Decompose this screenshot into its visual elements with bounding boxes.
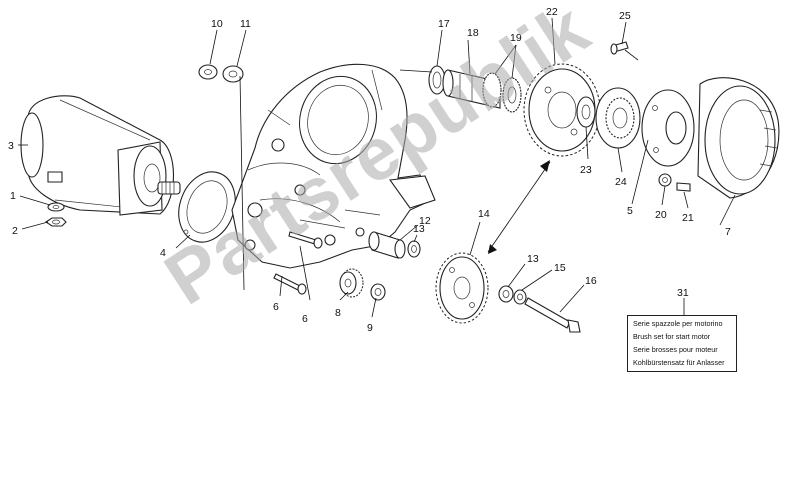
gear-part-8 [339, 268, 364, 298]
washer-part-10 [198, 64, 218, 80]
callout-8: 8 [335, 307, 341, 319]
callout-3: 3 [8, 140, 14, 152]
callout-20: 20 [655, 209, 667, 221]
callout-6a: 6 [273, 301, 279, 313]
callout-18: 18 [467, 27, 479, 39]
washer-part-2 [45, 217, 67, 227]
bolt-part-6b [288, 231, 323, 249]
gear-part-22 [523, 63, 601, 157]
bearing-part-19 [482, 72, 522, 113]
callout-24: 24 [615, 176, 627, 188]
callout-11: 11 [240, 18, 251, 30]
callout-21: 21 [682, 212, 694, 224]
screw-part-25 [610, 41, 629, 55]
bearing-part-23 [576, 96, 596, 128]
leader-lines [18, 17, 736, 318]
screw-part-21 [676, 182, 691, 192]
callout-13b: 13 [527, 253, 539, 265]
callout-numbers: 1 2 3 4 5 6 6 7 8 9 10 11 12 13 13 14 15… [8, 6, 731, 334]
bushing-part-9 [370, 283, 386, 301]
callout-5: 5 [627, 205, 633, 217]
callout-15: 15 [554, 262, 566, 274]
callout-1: 1 [10, 190, 16, 202]
washer-part-13b [498, 285, 514, 303]
callout-6b: 6 [302, 313, 308, 325]
callout-9: 9 [367, 322, 373, 334]
callout-2: 2 [12, 225, 18, 237]
rotor-part-5 [641, 89, 695, 167]
note-line-french: Serie brosses pour moteur [633, 345, 718, 354]
shaft-part-12 [368, 231, 406, 259]
callout-14: 14 [478, 208, 490, 220]
bolt-part-6a [273, 273, 307, 295]
nut-part-1 [47, 202, 65, 212]
callout-31: 31 [677, 287, 689, 299]
callout-12: 12 [419, 215, 431, 227]
gasket-part-4 [178, 171, 236, 243]
callout-10: 10 [211, 18, 223, 30]
callout-23: 23 [580, 164, 592, 176]
callout-13a: 13 [413, 223, 425, 235]
callout-16: 16 [585, 275, 597, 287]
note-line-english: Brush set for start motor [633, 332, 711, 341]
washer-part-11 [222, 65, 244, 83]
freewheel-part-24 [595, 87, 641, 149]
gear-part-14 [435, 252, 489, 324]
washer-part-20 [658, 173, 672, 187]
flywheel-part-7 [697, 77, 780, 199]
assembly-arrow [487, 160, 551, 254]
callout-25: 25 [619, 10, 631, 22]
callout-19: 19 [510, 32, 522, 44]
washer-part-13a [407, 240, 421, 258]
note-line-german: Kohlbürstensatz für Anlasser [633, 358, 725, 367]
callout-17: 17 [438, 18, 450, 30]
brush-set-note-box: Serie spazzole per motorino Brush set fo… [627, 315, 737, 372]
starter-motor [20, 95, 181, 216]
bushing-part-15 [513, 289, 527, 305]
bolt-part-16 [524, 297, 581, 333]
callout-4: 4 [160, 247, 166, 259]
crankcase-cover [231, 63, 436, 269]
callout-7: 7 [725, 226, 731, 238]
note-line-italian: Serie spazzole per motorino [633, 319, 723, 328]
callout-22: 22 [546, 6, 558, 18]
